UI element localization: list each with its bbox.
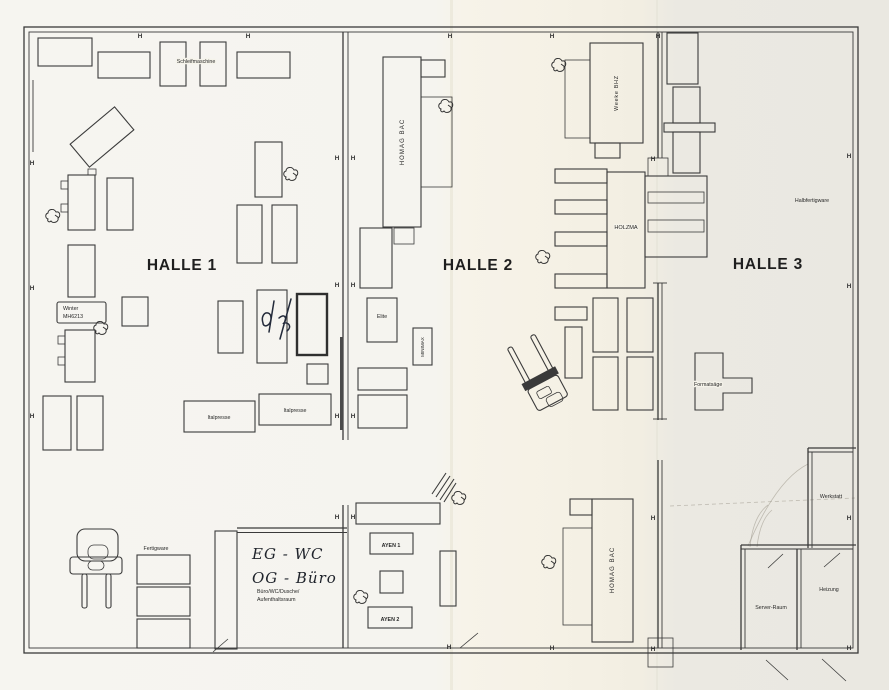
halle1-machines: Schleifmaschine Winter MH6213	[37, 37, 332, 451]
leaning-ladder	[431, 472, 457, 503]
svg-text:Italpresse: Italpresse	[284, 408, 307, 414]
ayen-area: AYEN 1 AYEN 2	[355, 472, 479, 649]
svg-text:H: H	[335, 514, 340, 521]
halle2-mid-machines	[554, 297, 654, 411]
minimax-machine: MINIMAX	[412, 327, 433, 366]
svg-text:H: H	[30, 413, 35, 420]
homag-bac-top-machine: HOMAG BAC	[382, 56, 453, 228]
svg-text:Fertigware: Fertigware	[143, 546, 168, 552]
svg-text:Italpresse: Italpresse	[208, 415, 231, 421]
svg-text:H: H	[351, 413, 356, 420]
svg-text:H: H	[550, 645, 555, 652]
svg-text:H: H	[246, 33, 251, 40]
homag-bac-bottom-machine: HOMAG BAC	[562, 498, 634, 643]
svg-text:AYEN 1: AYEN 1	[382, 543, 401, 549]
formatsaege-machine: Formatsäge	[693, 352, 753, 411]
wall-markers: H H H H H H H H H H H H H H H H H H H H …	[30, 33, 852, 653]
schleifmaschine-label: Schleifmaschine	[177, 59, 216, 65]
svg-text:H: H	[847, 153, 852, 160]
svg-text:H: H	[448, 33, 453, 40]
weeke-bhz-machine: Weeke BHZ	[564, 42, 644, 159]
svg-text:H: H	[447, 644, 452, 651]
forklift-side	[507, 334, 568, 411]
forklift-front	[69, 528, 123, 609]
halbfertigware-label: Halbfertigware	[795, 198, 829, 204]
italpresse-2: Italpresse	[258, 393, 332, 426]
svg-text:Weeke BHZ: Weeke BHZ	[614, 75, 620, 111]
machine-with-tabs-upper	[60, 168, 97, 231]
svg-text:H: H	[656, 33, 661, 40]
scan-crease-artifacts	[450, 0, 856, 690]
svg-text:H: H	[550, 33, 555, 40]
svg-text:H: H	[30, 160, 35, 167]
svg-text:H: H	[335, 155, 340, 162]
svg-text:H: H	[351, 155, 356, 162]
werkstatt-room: Werkstatt	[807, 447, 856, 548]
svg-text:H: H	[651, 156, 656, 163]
server-raum-room: Server-Raum Heizung	[740, 544, 856, 682]
svg-text:H: H	[335, 413, 340, 420]
svg-text:H: H	[847, 515, 852, 522]
svg-text:H: H	[351, 282, 356, 289]
ayen1-machine: AYEN 1	[369, 532, 414, 555]
elite-machine: Elite	[366, 297, 398, 343]
machine-with-tabs-lower	[57, 329, 96, 383]
svg-text:Server-Raum: Server-Raum	[755, 605, 787, 611]
office-handwriting-line1: EG - WC	[251, 545, 323, 563]
svg-text:AYEN 2: AYEN 2	[381, 617, 400, 623]
svg-text:H: H	[651, 646, 656, 653]
office-handwriting-line2: OG - Büro	[252, 569, 337, 587]
svg-text:H: H	[847, 283, 852, 290]
svg-text:HOMAG BAC: HOMAG BAC	[400, 119, 406, 166]
svg-text:H: H	[847, 645, 852, 652]
office-print-line1: Büro/WC/Dusche/	[257, 589, 300, 595]
halle3-label: HALLE 3	[733, 256, 803, 273]
svg-text:H: H	[351, 514, 356, 521]
svg-text:HOLZMA: HOLZMA	[614, 225, 638, 231]
winter-mh6213-labelbox: Winter MH6213	[56, 301, 107, 324]
fertigware-zone: Fertigware	[136, 546, 191, 649]
outer-walls	[23, 26, 859, 654]
svg-text:MINIMAX: MINIMAX	[420, 337, 425, 357]
halle1-label: HALLE 1	[147, 257, 217, 274]
wall-halle2-halle3	[647, 32, 674, 668]
halle2-label: HALLE 2	[443, 257, 513, 274]
svg-text:Werkstatt: Werkstatt	[820, 494, 843, 500]
ayen2-machine: AYEN 2	[367, 606, 413, 629]
office-print-line2: Aufenthaltsraum	[257, 597, 296, 603]
svg-text:Winter: Winter	[63, 306, 79, 312]
figure-symbols	[45, 57, 567, 604]
svg-text:MH6213: MH6213	[63, 314, 83, 320]
office-room: EG - WC OG - Büro Büro/WC/Dusche/ Aufent…	[212, 527, 347, 653]
wall-halle1-halle2	[340, 32, 349, 648]
italpresse-1: Italpresse	[183, 400, 256, 433]
svg-text:H: H	[30, 285, 35, 292]
svg-text:H: H	[335, 282, 340, 289]
holzma-saw: HOLZMA	[554, 157, 708, 289]
svg-text:H: H	[138, 33, 143, 40]
center-column-machines: Elite MINIMAX	[357, 227, 433, 429]
heizung-label: Heizung	[819, 587, 838, 593]
svg-text:Formatsäge: Formatsäge	[694, 382, 722, 388]
svg-text:HOMAG BAC: HOMAG BAC	[610, 547, 616, 594]
conveyor-line	[663, 32, 716, 174]
svg-text:H: H	[651, 515, 656, 522]
svg-text:Elite: Elite	[377, 314, 387, 320]
handwritten-scribble	[261, 298, 292, 340]
